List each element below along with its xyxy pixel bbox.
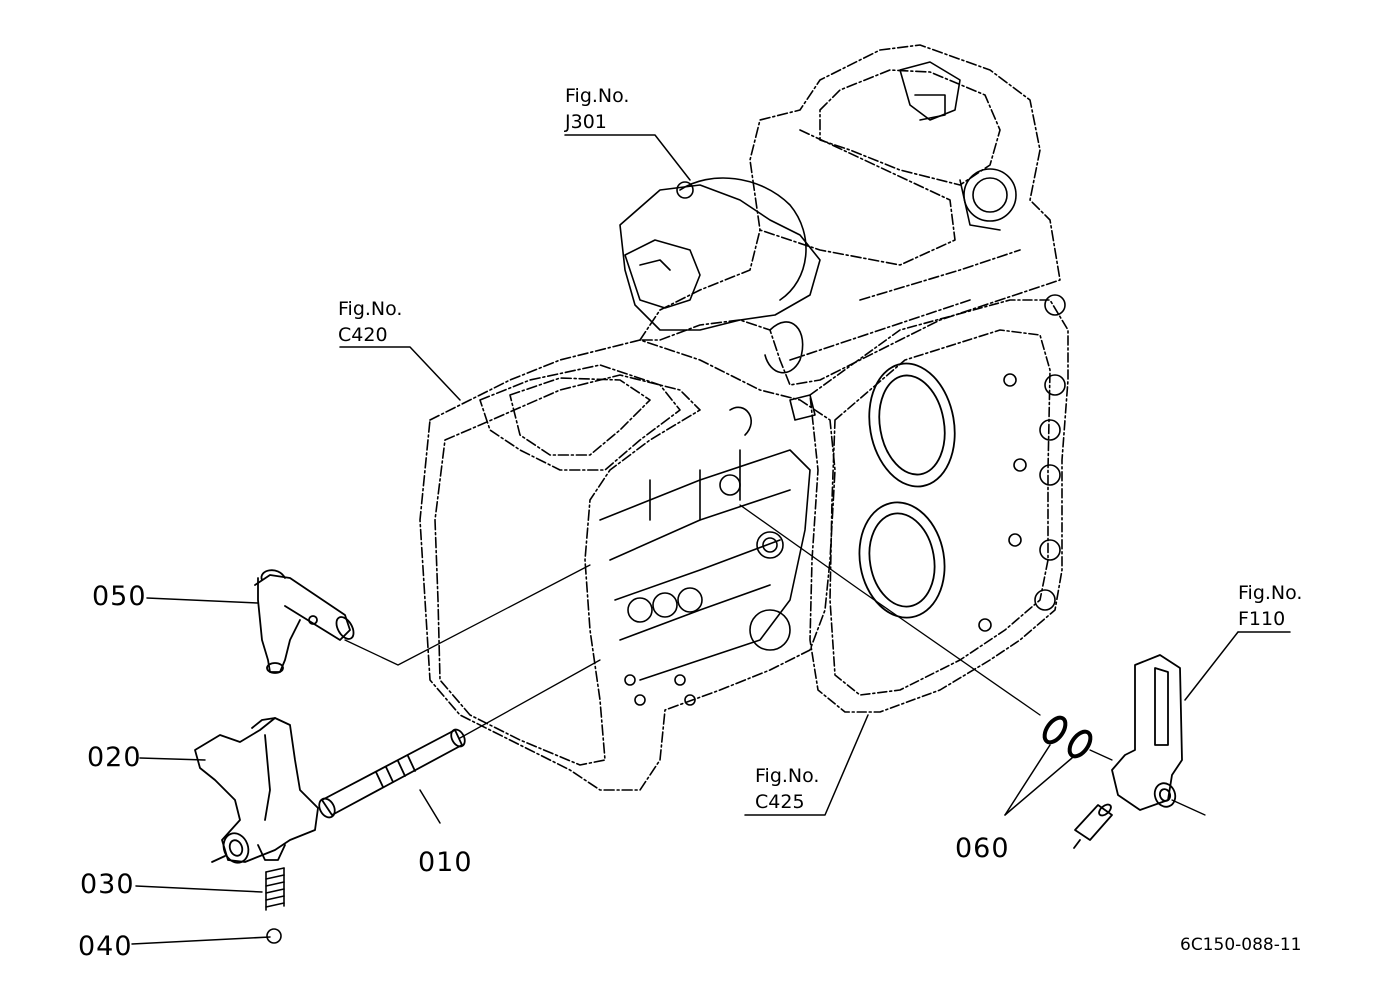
figref-j301[interactable]: Fig.No. J301 [565,83,629,135]
figref-j301-line2: J301 [565,111,607,133]
part-callout-020[interactable]: 020 [87,742,142,773]
upper-housing-outline [639,44,1061,386]
middle-case-ribs [599,394,816,706]
figref-f110[interactable]: Fig.No. F110 [1238,580,1302,632]
figref-f110-line2: F110 [1238,608,1286,630]
lever-pin [1073,803,1113,849]
part-callout-050[interactable]: 050 [92,581,147,612]
part-030-spring [265,867,285,911]
figref-c420[interactable]: Fig.No. C420 [338,296,402,348]
gearbox-body [619,177,821,374]
figref-c420-line2: C420 [338,324,388,346]
housing-bolt-bosses [978,294,1066,632]
figref-c425[interactable]: Fig.No. C425 [755,763,819,815]
explosion-lines [344,504,1206,816]
part-020-shift-fork [194,717,319,864]
part-callout-030[interactable]: 030 [80,869,135,900]
leader-lines [131,134,1291,945]
figref-f110-line1: Fig.No. [1238,582,1303,604]
part-callout-040[interactable]: 040 [78,931,133,962]
figref-c425-line1: Fig.No. [755,765,820,787]
rear-housing-outline [809,299,1069,713]
rear-housing-bores [858,362,956,619]
part-010-shift-rod [318,728,466,819]
part-callout-010[interactable]: 010 [418,847,473,878]
part-060-o-rings [1042,715,1093,759]
shift-lever [1111,654,1183,811]
figref-c425-line2: C425 [755,791,805,813]
middle-case-outline [419,339,836,791]
figref-j301-line1: Fig.No. [565,85,630,107]
part-050-fork-shaft [254,569,355,674]
part-040-ball [266,928,282,944]
drawing-code: 6C150-088-11 [1180,935,1302,955]
upper-housing-details [899,61,1017,231]
part-callout-060[interactable]: 060 [955,833,1010,864]
figref-c420-line1: Fig.No. [338,298,403,320]
